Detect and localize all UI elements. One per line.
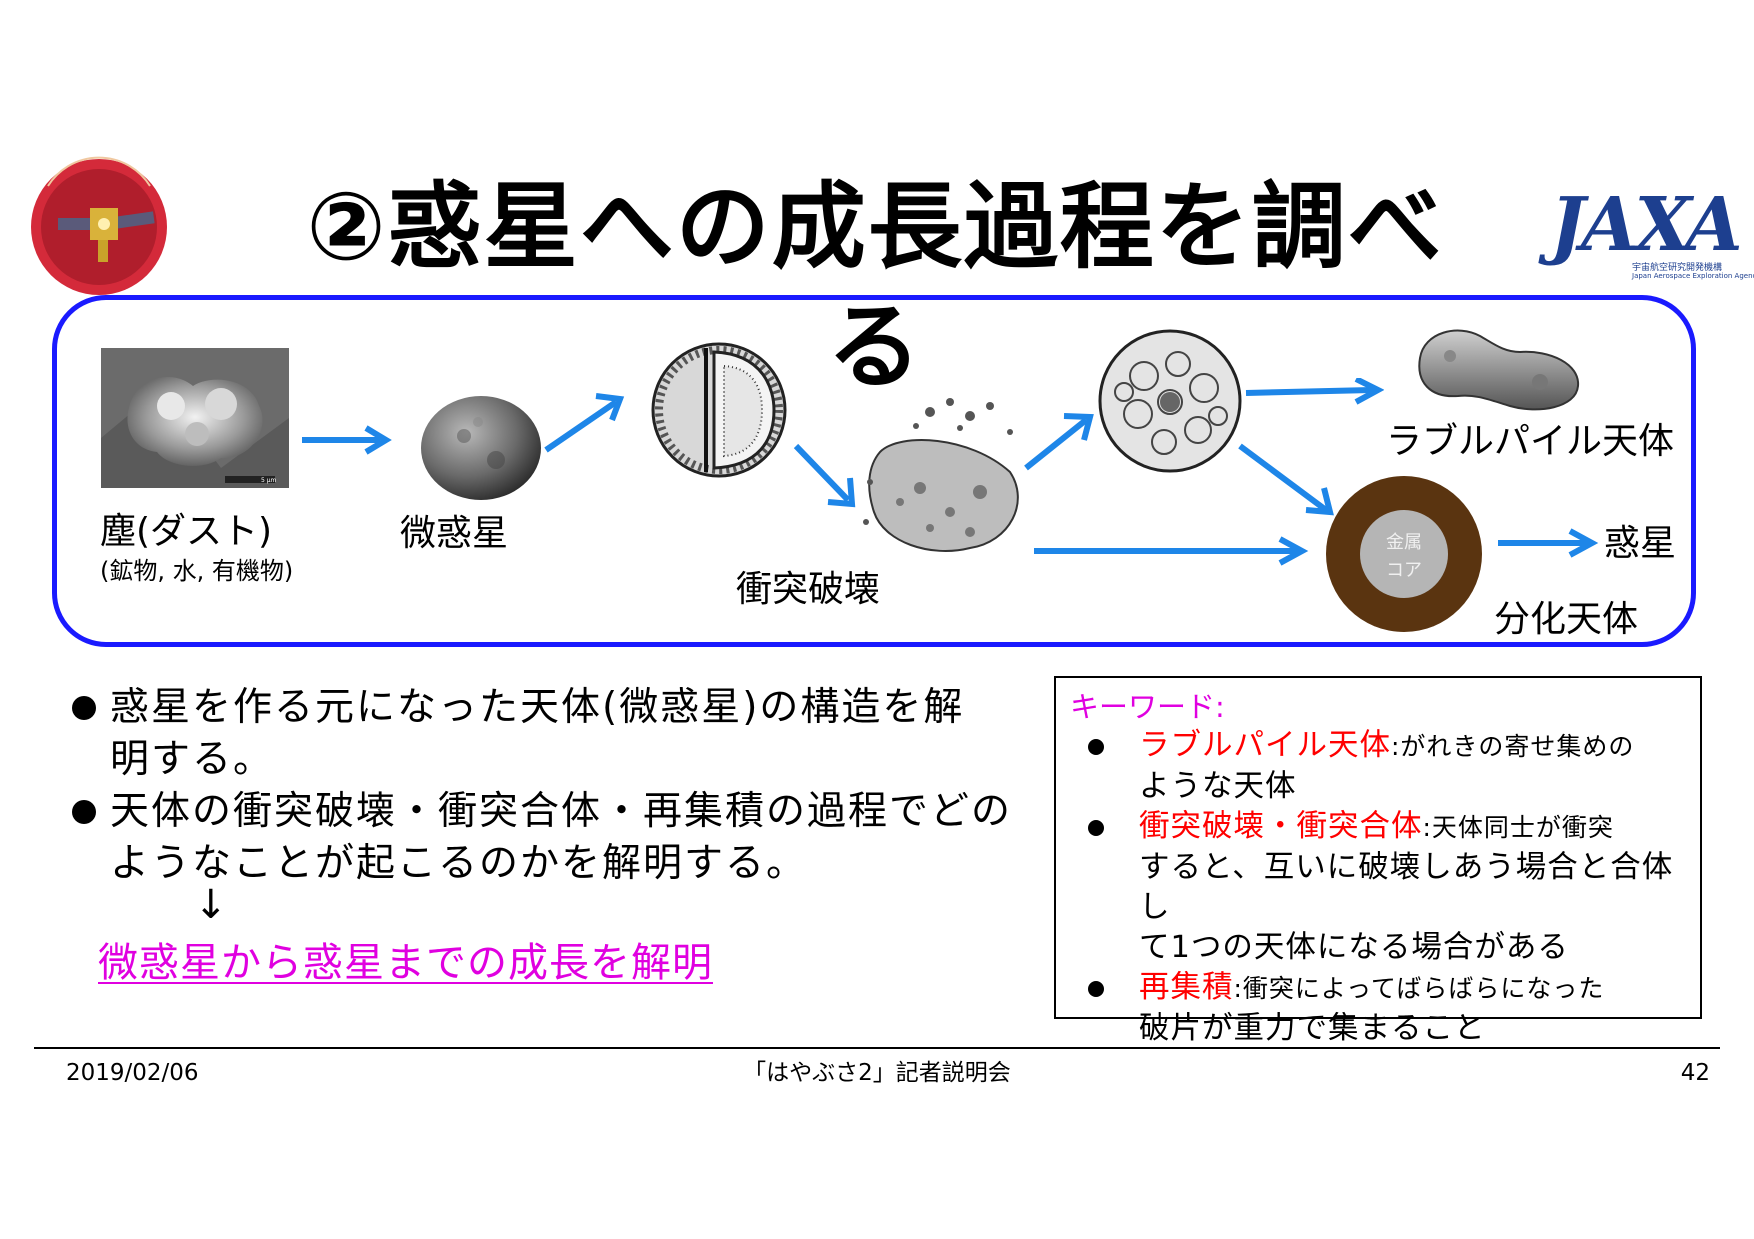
differentiated-body-image: 金属 コア bbox=[1324, 474, 1484, 634]
footer-date: 2019/02/06 bbox=[66, 1060, 199, 1086]
objective-bullet-list: 惑星を作る元になった天体(微惑星)の構造を解 明する。 天体の衝突破壊・衝突合体… bbox=[72, 682, 1032, 890]
arrow-to-rubble-pile-icon bbox=[1245, 378, 1384, 405]
keyword-box-title: キーワード: bbox=[1070, 690, 1225, 724]
keyword-term: 衝突破壊・衝突合体 bbox=[1139, 809, 1423, 844]
bullet-dot-icon bbox=[1088, 820, 1104, 836]
bullet-dot-icon bbox=[1088, 739, 1104, 755]
keyword-item: 再集積:衝突によってばらばらになった 破片が重力で集まること bbox=[1070, 968, 1686, 1049]
arrow-planetesimal-to-layered-icon bbox=[544, 393, 625, 453]
arrow-to-planet-icon bbox=[1498, 528, 1599, 558]
bullet-dot-icon bbox=[1088, 981, 1104, 997]
planet-label: 惑星 bbox=[1604, 523, 1677, 564]
keyword-item: ラブルパイル天体:がれきの寄せ集めの ような天体 bbox=[1070, 726, 1686, 807]
dust-label: 塵(ダスト) bbox=[100, 511, 273, 552]
arrow-planetesimal-to-differentiated-icon bbox=[1034, 536, 1309, 566]
collision-fragments-image bbox=[860, 392, 1036, 560]
layered-body-cutaway-image bbox=[644, 340, 794, 480]
arrow-layered-to-collision-icon bbox=[793, 443, 856, 508]
keyword-term: ラブルパイル天体 bbox=[1139, 728, 1391, 763]
keyword-box: キーワード: ラブルパイル天体:がれきの寄せ集めの ような天体 衝突破壊・衝突合… bbox=[1054, 676, 1702, 1046]
keyword-item: 衝突破壊・衝突合体:天体同士が衝突 すると、互いに破壊しあう場合と合体し て1つ… bbox=[1070, 807, 1686, 968]
metal-core-label-line1: 金属 bbox=[1386, 532, 1422, 553]
collision-disruption-label: 衝突破壊 bbox=[736, 569, 881, 610]
dust-micrograph: 5 µm bbox=[101, 348, 289, 488]
growth-diagram-panel bbox=[52, 295, 1696, 647]
jaxa-wordmark: JAXA bbox=[1550, 182, 1743, 268]
footer-event-title: 「はやぶさ2」記者説明会 bbox=[743, 1060, 1011, 1086]
footer-divider bbox=[34, 1047, 1720, 1049]
footer-page-number: 42 bbox=[1680, 1060, 1710, 1086]
differentiated-body-label: 分化天体 bbox=[1494, 599, 1639, 640]
bullet-item: 惑星を作る元になった天体(微惑星)の構造を解 明する。 bbox=[72, 682, 1032, 786]
scale-bar-label: 5 µm bbox=[261, 477, 277, 484]
arrow-collision-to-reaccumulated-icon bbox=[1024, 413, 1094, 471]
keyword-definition: :がれきの寄せ集めの bbox=[1391, 732, 1635, 761]
down-arrow-icon: ↓ bbox=[194, 882, 228, 928]
rubble-pile-label: ラブルパイル天体 bbox=[1386, 421, 1675, 462]
rubble-pile-asteroid-image bbox=[1410, 322, 1584, 414]
planetesimal-label: 微惑星 bbox=[400, 513, 509, 554]
bullet-dot-icon bbox=[72, 696, 96, 720]
keyword-definition: :衝突によってばらばらになった bbox=[1233, 974, 1605, 1003]
conclusion-statement: 微惑星から惑星までの成長を解明 bbox=[98, 940, 713, 986]
reaccumulated-body-image bbox=[1094, 326, 1246, 476]
bullet-item: 天体の衝突破壊・衝突合体・再集積の過程でどの ようなことが起こるのかを解明する。 bbox=[72, 786, 1032, 890]
jaxa-subline-english: Japan Aerospace Exploration Agency bbox=[1632, 272, 1754, 280]
jaxa-subline: 宇宙航空研究開発機構 bbox=[1632, 263, 1723, 273]
planetesimal-image bbox=[418, 392, 544, 502]
bullet-dot-icon bbox=[72, 800, 96, 824]
keyword-term: 再集積 bbox=[1139, 970, 1234, 1005]
keyword-definition: :天体同士が衝突 bbox=[1422, 813, 1614, 842]
hayabusa2-mission-logo bbox=[28, 156, 170, 298]
arrow-to-differentiated-body-icon bbox=[1238, 443, 1334, 516]
metal-core-label-line2: コア bbox=[1386, 560, 1422, 581]
dust-composition-label: (鉱物, 水, 有機物) bbox=[100, 557, 294, 585]
jaxa-logo: JAXA 宇宙航空研究開発機構 Japan Aerospace Explorat… bbox=[1540, 182, 1754, 282]
arrow-dust-to-planetesimal-icon bbox=[302, 425, 392, 455]
slide-title: ②惑星への成長過程を調べる bbox=[306, 173, 1444, 402]
